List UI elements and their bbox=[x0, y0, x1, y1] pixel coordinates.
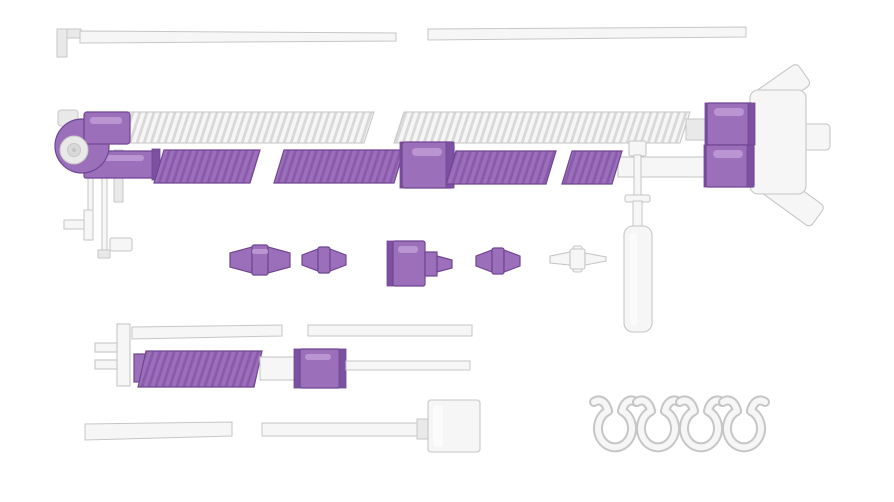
connector-flange-right bbox=[338, 348, 347, 389]
top-cuff-flange-right bbox=[747, 102, 756, 146]
manifold-stub-1 bbox=[94, 342, 120, 353]
tube-body bbox=[84, 421, 233, 441]
barbed-adapter-1 bbox=[229, 244, 291, 276]
retaining-clip bbox=[718, 395, 770, 453]
wye-connector bbox=[703, 64, 831, 227]
highlight bbox=[713, 150, 743, 158]
retaining-clip bbox=[589, 395, 641, 453]
corrugated-segment-b bbox=[273, 149, 405, 184]
right-barb bbox=[503, 249, 521, 273]
barb-tip bbox=[436, 255, 453, 273]
thin-line-right bbox=[345, 360, 471, 371]
end-cap bbox=[109, 237, 133, 252]
rigid-extension-tube-2 bbox=[427, 26, 747, 41]
thin-tube-b bbox=[307, 324, 473, 337]
inspiratory-corrugated-tube bbox=[113, 111, 711, 144]
highlight bbox=[252, 249, 268, 254]
water-ampoule bbox=[623, 200, 653, 333]
highlight bbox=[714, 108, 744, 116]
barbed-adapter-4 bbox=[475, 247, 521, 275]
port-top-connector bbox=[628, 140, 647, 157]
corrugated-segment-1 bbox=[113, 111, 375, 144]
sampling-port bbox=[624, 140, 651, 203]
corrugated-segment-a bbox=[153, 149, 261, 184]
short-corrugated-hose bbox=[137, 350, 263, 388]
elbow-tip-vertical bbox=[56, 28, 68, 58]
ampoule-body bbox=[623, 225, 653, 333]
right-barb bbox=[267, 246, 291, 274]
left-cone bbox=[549, 251, 571, 266]
left-barb bbox=[475, 249, 493, 273]
highlight bbox=[412, 148, 442, 156]
barbed-adapter-2 bbox=[301, 246, 347, 274]
sub-assembly bbox=[94, 323, 473, 389]
left-barb bbox=[229, 246, 253, 274]
highlight bbox=[305, 354, 331, 360]
corrugated-segment-2 bbox=[393, 111, 691, 144]
catheter-tube-2 bbox=[261, 399, 481, 453]
rigid-extension-tube-1 bbox=[56, 28, 397, 58]
elbow-arm bbox=[83, 111, 131, 145]
retaining-clip bbox=[632, 395, 684, 453]
right-barb bbox=[329, 248, 347, 272]
tube-body bbox=[79, 30, 397, 44]
highlight bbox=[433, 405, 443, 447]
collar bbox=[416, 418, 430, 440]
angled-piece-vertical bbox=[83, 209, 94, 241]
tube-body bbox=[261, 422, 421, 437]
luer-adapter bbox=[549, 245, 607, 273]
tube-body bbox=[427, 26, 747, 41]
retaining-clip bbox=[675, 395, 727, 453]
catheter-tube-1 bbox=[84, 421, 233, 441]
manifold-body bbox=[116, 323, 131, 387]
thin-tube-a bbox=[131, 324, 283, 340]
highlight bbox=[398, 246, 418, 253]
white-link-tube bbox=[617, 156, 711, 178]
manifold-stub-2 bbox=[94, 359, 120, 370]
collar bbox=[491, 247, 505, 275]
collar bbox=[317, 246, 331, 274]
corrugated-segment-d bbox=[561, 150, 623, 185]
round-port-dot bbox=[71, 147, 77, 153]
right-cone bbox=[584, 252, 607, 266]
wye-body bbox=[749, 89, 807, 195]
port-stem bbox=[633, 154, 642, 198]
line-cap bbox=[97, 249, 111, 259]
corrugated-segment-c bbox=[445, 150, 557, 185]
barbed-adapter-3 bbox=[386, 240, 453, 287]
left-barb bbox=[301, 248, 319, 272]
bottom-cuff-flange-right bbox=[746, 144, 755, 188]
collar bbox=[569, 248, 586, 270]
expiratory-corrugated-tube bbox=[83, 141, 711, 189]
elbow-connector bbox=[54, 109, 131, 174]
retaining-clips bbox=[589, 395, 770, 453]
highlight bbox=[90, 117, 122, 124]
highlight bbox=[630, 233, 637, 325]
ampoule-neck bbox=[632, 200, 643, 229]
step bbox=[424, 251, 438, 277]
